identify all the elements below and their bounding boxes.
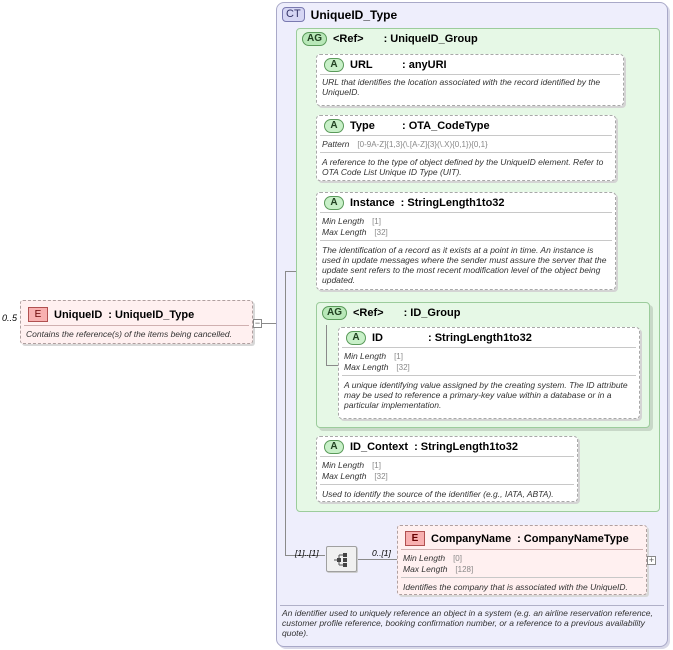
attribute-doc: URL that identifies the location associa… <box>322 77 601 97</box>
facet-min-length: Min Length[1] <box>322 460 381 470</box>
attribute-id[interactable]: A ID : StringLength1to32 Min Length[1] M… <box>338 327 640 419</box>
attribute-id-context[interactable]: A ID_Context : StringLength1to32 Min Len… <box>316 436 578 502</box>
company-name-occurs: 0..[1] <box>372 548 391 558</box>
attribute-group-icon: AG <box>322 306 347 320</box>
expand-toggle[interactable]: + <box>647 555 656 565</box>
facet-min-length: Min Length[1] <box>322 216 381 226</box>
sequence-compositor[interactable] <box>326 546 357 572</box>
attribute-type: : StringLength1to32 <box>414 441 518 453</box>
attribute-type: : OTA_CodeType <box>402 120 490 132</box>
attribute-name: ID <box>372 332 383 344</box>
attribute-icon: A <box>324 440 344 454</box>
attribute-doc: The identification of a record as it exi… <box>322 245 607 285</box>
element-icon: E <box>28 307 48 322</box>
attribute-type: : StringLength1to32 <box>428 332 532 344</box>
attribute-group-ref: <Ref> <box>353 307 384 319</box>
root-element-name: UniqueID <box>54 308 103 321</box>
attribute-group-name: : ID_Group <box>403 307 461 319</box>
facet-max-length: Max Length[128] <box>403 564 474 574</box>
root-element-doc: Contains the reference(s) of the items b… <box>26 329 233 339</box>
attribute-name: Type <box>350 120 375 132</box>
attribute-type: : anyURI <box>402 59 447 71</box>
root-occurs: 0..5 <box>2 313 18 323</box>
attribute-name: Instance <box>350 197 395 209</box>
attribute-icon: A <box>324 119 344 133</box>
attribute-icon: A <box>346 331 366 345</box>
facet-min-length: Min Length[0] <box>403 553 462 563</box>
element-name: CompanyName <box>431 532 512 545</box>
facet-min-length: Min Length[1] <box>344 351 403 361</box>
element-type: : CompanyNameType <box>517 532 629 545</box>
element-company-name[interactable]: E CompanyName : CompanyNameType Min Leng… <box>397 525 647 595</box>
facet-max-length: Max Length[32] <box>322 227 388 237</box>
sequence-icon <box>334 553 347 567</box>
attribute-instance[interactable]: A Instance : StringLength1to32 Min Lengt… <box>316 192 616 290</box>
element-icon: E <box>405 531 425 546</box>
sequence-occurs: [1]..[1] <box>295 548 319 558</box>
attribute-type-otacode[interactable]: A Type : OTA_CodeType Pattern[0-9A-Z]{1,… <box>316 115 616 181</box>
root-element-type: : UniqueID_Type <box>108 308 195 321</box>
element-doc: Identifies the company that is associate… <box>403 582 628 592</box>
attribute-group-icon: AG <box>302 32 327 46</box>
root-element-uniqueid[interactable]: E UniqueID : UniqueID_Type Contains the … <box>20 300 253 344</box>
facet-pattern: Pattern[0-9A-Z]{1,3}(\.[A-Z]{3}(\.X){0,1… <box>322 139 488 149</box>
attribute-url[interactable]: A URL : anyURI URL that identifies the l… <box>316 54 624 106</box>
complex-type-name: UniqueID_Type <box>310 7 398 22</box>
attribute-doc: A reference to the type of object define… <box>322 157 604 177</box>
attribute-type: : StringLength1to32 <box>400 197 505 209</box>
attribute-doc: A unique identifying value assigned by t… <box>344 380 628 410</box>
attribute-name: ID_Context <box>350 441 409 453</box>
complex-type-doc: An identifier used to uniquely reference… <box>282 608 653 638</box>
attribute-name: URL <box>350 59 373 71</box>
attribute-icon: A <box>324 58 344 72</box>
facet-max-length: Max Length[32] <box>344 362 410 372</box>
attribute-icon: A <box>324 196 344 210</box>
attribute-group-name: : UniqueID_Group <box>383 33 478 45</box>
complex-type-icon: CT <box>282 7 305 22</box>
attribute-group-ref: <Ref> <box>333 33 364 45</box>
collapse-toggle[interactable]: − <box>253 318 262 328</box>
attribute-doc: Used to identify the source of the ident… <box>322 489 554 499</box>
facet-max-length: Max Length[32] <box>322 471 388 481</box>
